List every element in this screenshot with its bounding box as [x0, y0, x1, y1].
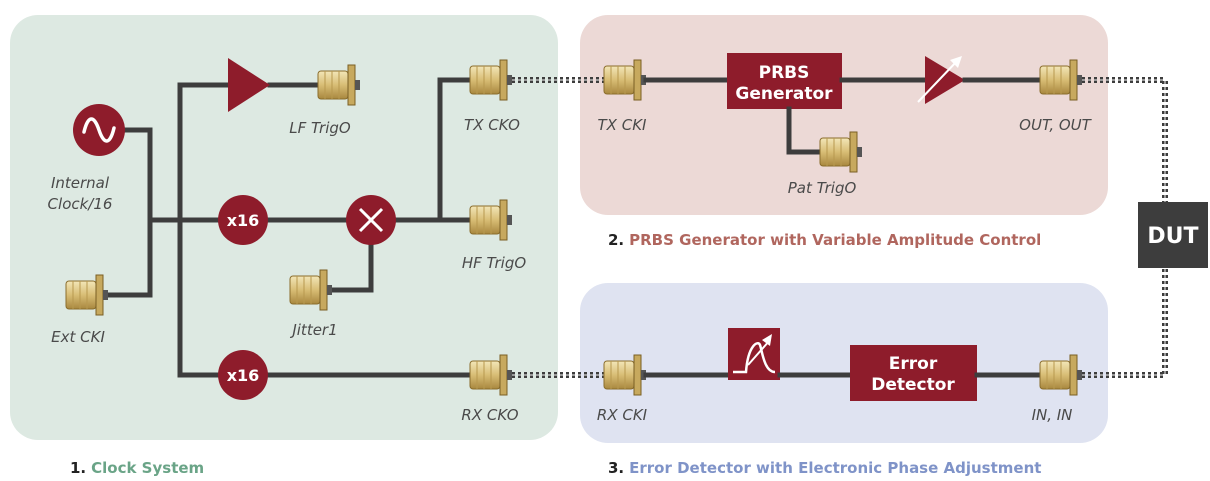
rx-cko-connector — [469, 354, 513, 396]
clock-caption: 1. Clock System — [70, 459, 204, 477]
tx-cko-label: TX CKO — [464, 116, 520, 134]
tx-cki-label: TX CKI — [598, 116, 648, 134]
prbs-generator-region — [580, 15, 1108, 215]
rx-cko-label: RX CKO — [461, 406, 518, 424]
multiplier-top-label: x16 — [227, 211, 260, 230]
out-connector — [1039, 59, 1083, 101]
internal-clock-oscillator — [73, 104, 125, 156]
clock-system-region — [10, 15, 558, 440]
error-caption: 3. Error Detector with Electronic Phase A… — [608, 459, 1041, 477]
internal-clock-label-2: Clock/16 — [48, 195, 113, 213]
clock-caption-number: 1. — [70, 459, 86, 477]
error-detector-label-2: Detector — [871, 375, 955, 395]
dut-label: DUT — [1147, 224, 1198, 249]
error-detector-region — [580, 283, 1108, 443]
tx-cki-connector — [603, 59, 647, 101]
ext-cki-label: Ext CKI — [51, 328, 105, 346]
rx-cki-connector — [603, 354, 647, 396]
jitter-connector — [289, 269, 333, 311]
pat-trigo-connector — [819, 131, 863, 173]
prbs-generator-label-2: Generator — [735, 84, 833, 104]
error-caption-title: Error Detector with Electronic Phase Adj… — [629, 459, 1041, 477]
multiplier-bottom-icon — [218, 350, 268, 400]
jitter-label: Jitter1 — [289, 321, 337, 339]
in-connector — [1039, 354, 1083, 396]
error-caption-number: 3. — [608, 459, 624, 477]
prbs-caption: 2. PRBS Generator with Variable Amplitude… — [608, 231, 1041, 249]
phase-adjust-icon — [728, 328, 780, 380]
variable-amplifier-icon — [917, 56, 965, 104]
hf-trigo-label: HF TrigO — [462, 254, 527, 272]
lf-trigo-label: LF TrigO — [289, 119, 351, 137]
clock-caption-title: Clock System — [91, 459, 204, 477]
prbs-generator-block — [727, 53, 842, 109]
error-detector-label-1: Error — [889, 354, 938, 374]
prbs-caption-title: PRBS Generator with Variable Amplitude C… — [629, 231, 1041, 249]
internal-clock-label-1: Internal — [51, 174, 110, 192]
rx-cki-label: RX CKI — [597, 406, 648, 424]
lf-amplifier-icon — [228, 58, 270, 112]
prbs-caption-number: 2. — [608, 231, 624, 249]
error-detector-block — [850, 345, 977, 401]
multiplier-bottom-label: x16 — [227, 366, 260, 385]
mixer-icon — [346, 195, 396, 245]
multiplier-top-icon — [218, 195, 268, 245]
out-label: OUT, OUT — [1019, 116, 1092, 134]
dut-block — [1138, 202, 1208, 268]
hf-trigo-connector — [469, 199, 513, 241]
prbs-generator-label-1: PRBS — [759, 63, 810, 83]
ext-cki-connector — [65, 274, 109, 316]
lf-trigo-connector — [317, 64, 361, 106]
pat-trigo-label: Pat TrigO — [788, 179, 857, 197]
in-label: IN, IN — [1032, 406, 1073, 424]
tx-cko-connector — [469, 59, 513, 101]
